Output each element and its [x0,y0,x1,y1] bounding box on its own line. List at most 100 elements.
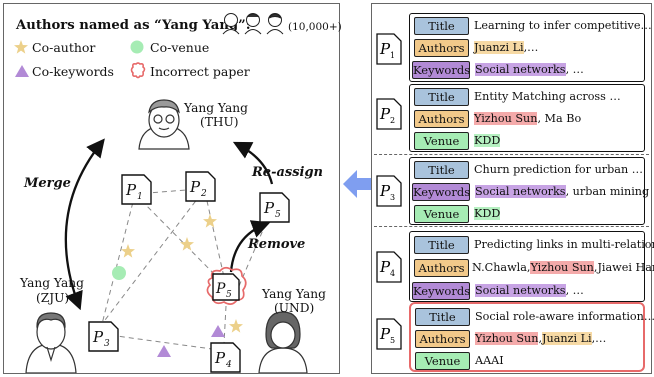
co-keywords-triangle-icon [15,65,29,77]
paper-title: Learning to infer competitive… [474,19,652,32]
svg-text:1: 1 [137,192,143,202]
reassign-arrow [232,141,274,185]
svg-text:P: P [263,199,275,217]
svg-text:5: 5 [275,210,281,220]
author-highlight: Yizhou Sun [474,112,538,125]
co-author-star-icon [14,40,28,54]
svg-text:P: P [215,281,226,297]
paper-card-p4[interactable]: Title Predicting links in multi-relation… [409,231,654,302]
venue-tag: Venue [414,204,469,223]
venue-value: KDD [474,134,501,147]
paper-title: Social role-aware information… [475,310,654,323]
paper-card-p3[interactable]: Title Churn prediction for urban … Keywo… [409,157,649,225]
paper-card-p5[interactable]: Title Social role-aware information… Aut… [409,302,654,372]
remove-label: Remove [248,237,306,252]
keywords-tag: Keywords [412,60,471,79]
author-rest: ,Jiawei Han [593,261,654,274]
title-tag: Title [414,87,469,106]
svg-text:P: P [214,349,226,367]
svg-text:P: P [379,40,391,58]
title-tag: Title [415,307,470,326]
author-prefix: N.Chawla, [472,261,531,274]
paper-node-p4 [210,342,241,373]
papers-panel: P 1 P 2 P 3 P 4 P 5 Title Learning to in… [371,3,654,374]
co-author-star [203,214,217,228]
graph-panel: Authors named as “Yang Yang”: (10,000+) … [3,3,342,374]
paper-title: Churn prediction for urban … [474,163,643,176]
authors-tag: Authors [414,109,469,128]
svg-text:1: 1 [390,51,395,60]
author-sep: , [538,332,542,345]
svg-text:4: 4 [390,269,395,278]
author-rest: ,… [523,41,539,54]
paper-card-p1[interactable]: Title Learning to infer competitive… Aut… [409,13,652,82]
svg-text:P: P [379,258,391,276]
paper-node-p1 [121,174,152,205]
svg-text:4: 4 [225,360,232,370]
co-author-star [121,244,135,258]
keyword-highlight: Social networks [475,284,566,297]
author-count: (10,000+) [288,21,342,33]
paper-p3-icon: P 3 [376,175,402,207]
keywords-tag: Keywords [412,281,471,300]
paper-title: Predicting links in multi-relation… [474,238,654,251]
venue-tag: Venue [415,351,470,370]
paper-p4-icon: P 4 [376,251,402,283]
reassign-label: Re-assign [252,165,324,180]
author-highlight: Juanzi Li [542,332,592,345]
person-name-zju: Yang Yang [20,276,84,290]
title-tag: Title [414,235,469,254]
svg-text:P: P [379,182,391,200]
svg-text:3: 3 [104,339,110,349]
keyword-rest: , … [565,63,584,76]
incorrect-paper-cloud [206,266,247,305]
title-tag: Title [414,16,469,35]
relation-edges [101,188,273,350]
section-divider [374,154,649,155]
authors-tag: Authors [414,258,469,277]
authors-tag: Authors [415,329,470,348]
venue-value: AAAI [475,354,504,367]
legend-co-keywords: Co-keywords [32,64,114,79]
svg-text:5: 5 [390,336,395,345]
person-affiliation-und: (UND) [274,301,315,315]
svg-text:3: 3 [390,193,395,202]
co-keywords-triangle [157,345,171,357]
person-affiliation-zju: (ZJU) [36,291,70,305]
avatar-und [258,311,308,373]
paper-node-p5 [212,273,240,301]
co-venue-dot [112,266,126,280]
svg-text:P: P [92,328,104,346]
author-rest: , Ma Bo [537,112,582,125]
avatar-zju [25,312,77,373]
merge-arrow [64,138,105,311]
author-rest: ,… [591,332,607,345]
svg-text:2: 2 [200,189,207,199]
co-keywords-triangle [211,325,225,337]
paper-p1-icon: P 1 [376,33,402,65]
svg-text:P: P [379,325,391,343]
author-faces-icon [222,13,284,35]
keyword-rest: , … [565,284,584,297]
person-affiliation-thu: (THU) [200,115,239,129]
svg-text:2: 2 [390,116,395,125]
venue-tag: Venue [414,131,469,150]
keyword-highlight: Social networks [475,185,566,198]
svg-text:5: 5 [226,290,232,300]
keyword-highlight: Social networks [475,63,566,76]
paper-node-p3 [88,321,119,352]
person-name-thu: Yang Yang [184,101,248,115]
paper-node-p2 [185,171,216,202]
title-tag: Title [414,160,469,179]
author-highlight: Yizhou Sun [475,332,539,345]
legend-co-author: Co-author [32,40,96,55]
legend-incorrect-paper: Incorrect paper [150,64,250,79]
paper-p2-icon: P 2 [376,98,402,130]
svg-text:P: P [125,181,137,199]
svg-text:P: P [189,178,201,196]
avatar-thu [138,99,190,150]
paper-card-p2[interactable]: Title Entity Matching across … Authors Y… [409,84,645,152]
keyword-rest: , urban mining [565,185,650,198]
keywords-tag: Keywords [412,182,471,201]
